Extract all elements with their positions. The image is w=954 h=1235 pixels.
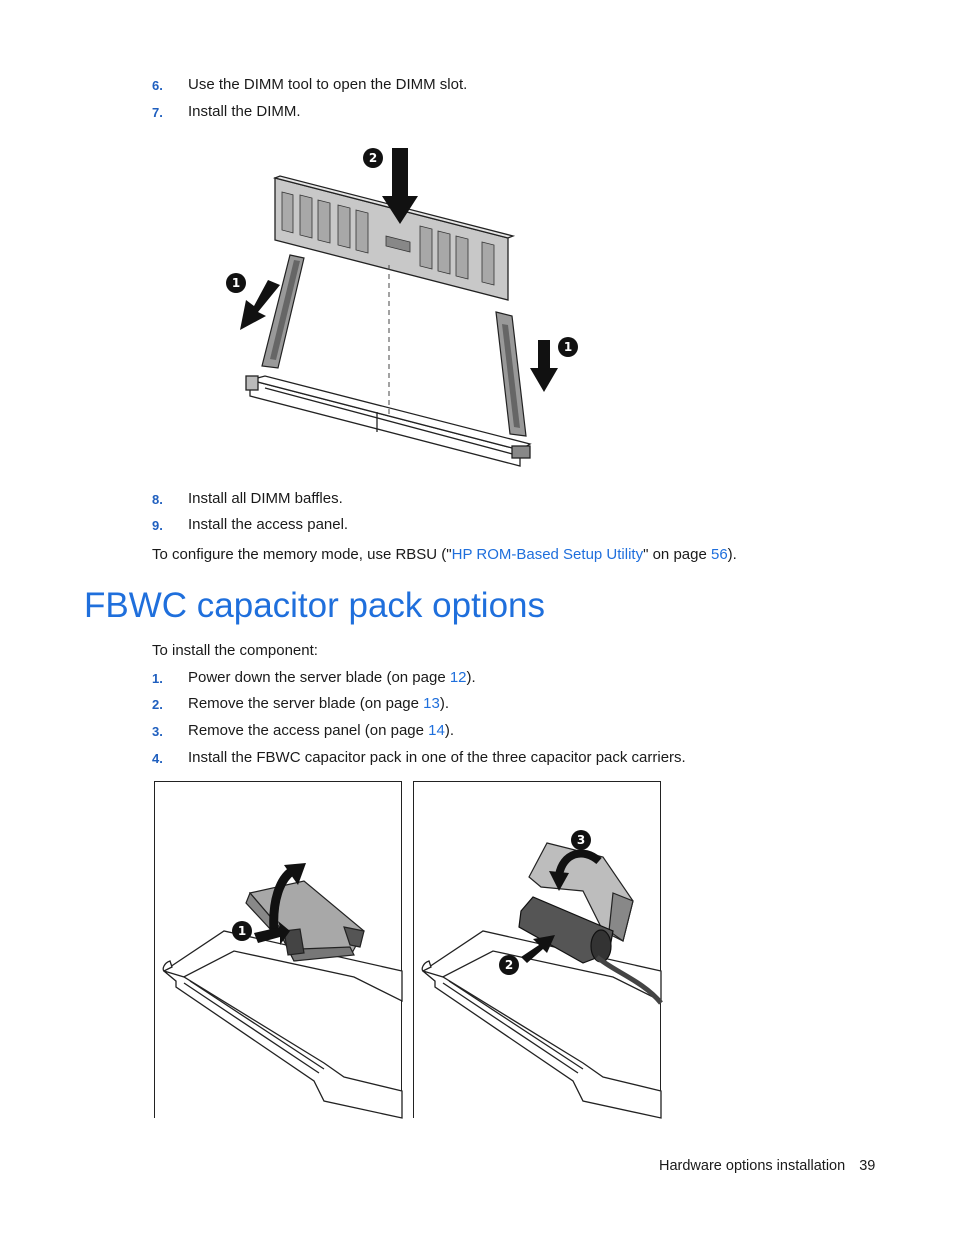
section-intro: To install the component: bbox=[152, 642, 318, 659]
step-text: Remove the access panel (on page 14). bbox=[188, 722, 454, 739]
page-link[interactable]: 56 bbox=[710, 546, 728, 563]
footer-page-number: 39 bbox=[859, 1158, 876, 1174]
step-number: 3. bbox=[152, 724, 163, 739]
fbwc-figure-left: 1 bbox=[154, 781, 403, 1119]
step-number: 9. bbox=[152, 518, 163, 533]
step-text: Remove the server blade (on page 13). bbox=[188, 695, 449, 712]
step-text: Power down the server blade (on page 12)… bbox=[188, 669, 476, 686]
step-text: Use the DIMM tool to open the DIMM slot. bbox=[188, 76, 468, 93]
step-text: Install the DIMM. bbox=[188, 103, 301, 120]
configure-paragraph: To configure the memory mode, use RBSU (… bbox=[152, 546, 737, 563]
step-number: 4. bbox=[152, 751, 163, 766]
step-text: Install the FBWC capacitor pack in one o… bbox=[188, 749, 686, 766]
step-text-end: ). bbox=[444, 722, 455, 739]
step-text: Install all DIMM baffles. bbox=[188, 490, 343, 507]
footer-section: Hardware options installation bbox=[659, 1158, 846, 1174]
section-heading: FBWC capacitor pack options bbox=[84, 586, 546, 625]
page-link[interactable]: 13 bbox=[423, 695, 440, 712]
callout-label: 1 bbox=[238, 924, 246, 938]
configure-middle: " on page bbox=[643, 546, 711, 563]
step-number: 8. bbox=[152, 492, 163, 507]
step-text-body: Power down the server blade (on page bbox=[188, 669, 450, 686]
fbwc-figure-right: 3 2 bbox=[413, 781, 663, 1119]
step-number: 2. bbox=[152, 697, 163, 712]
page-footer: Hardware options installation 39 bbox=[659, 1158, 875, 1174]
dimm-install-figure: 2 1 1 bbox=[226, 148, 578, 467]
page-link[interactable]: 14 bbox=[428, 722, 445, 739]
callout-label: 1 bbox=[564, 340, 572, 354]
callout-label: 2 bbox=[369, 151, 377, 165]
callout-label: 3 bbox=[577, 833, 585, 847]
configure-suffix: ). bbox=[727, 546, 737, 563]
configure-prefix: To configure the memory mode, use RBSU (… bbox=[152, 546, 452, 563]
step-number: 7. bbox=[152, 105, 163, 120]
step-text-body: Remove the access panel (on page bbox=[188, 722, 429, 739]
callout-label: 2 bbox=[505, 958, 513, 972]
step-text: Install the access panel. bbox=[188, 516, 349, 533]
callout-label: 1 bbox=[232, 276, 240, 290]
page-link[interactable]: 12 bbox=[449, 669, 467, 686]
step-text-end: ). bbox=[466, 669, 476, 686]
step-number: 6. bbox=[152, 78, 163, 93]
step-text-end: ). bbox=[439, 695, 449, 712]
rbsu-link[interactable]: HP ROM-Based Setup Utility bbox=[451, 546, 644, 563]
step-text-body: Remove the server blade (on page bbox=[188, 695, 424, 712]
step-number: 1. bbox=[152, 671, 163, 686]
